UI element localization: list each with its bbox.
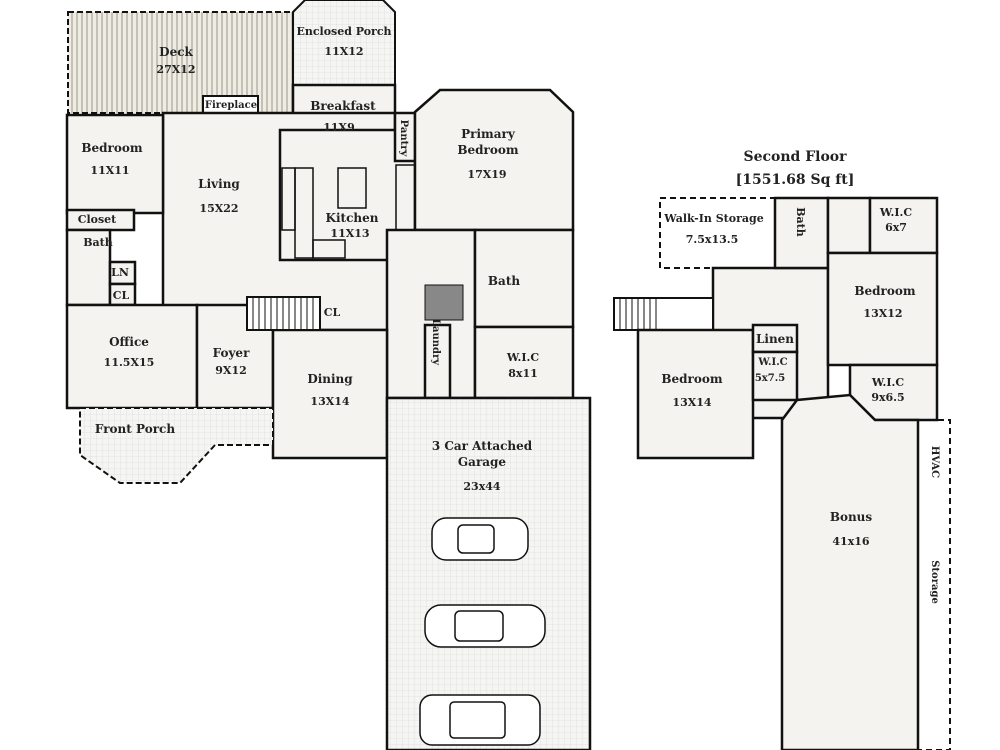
garage [385, 396, 592, 750]
laundry [423, 323, 452, 400]
room-dim: 8x11 [508, 367, 538, 380]
linen-label: Linen [756, 332, 794, 346]
primary-bath-label: Bath [488, 274, 520, 288]
room-dim: 11X12 [324, 45, 363, 58]
primary-bath [473, 228, 575, 329]
shower [424, 284, 464, 321]
closet-label: Closet [78, 213, 117, 226]
bedroom-left [65, 113, 165, 215]
room-name: Bonus [830, 510, 873, 524]
hvac-label: HVAC [929, 446, 940, 478]
room-dim: 15X22 [199, 202, 238, 215]
wic-5x7 [751, 350, 799, 402]
primary-wic [473, 325, 575, 400]
toilet-room [826, 196, 872, 255]
room-name: Foyer [213, 346, 250, 360]
labels: Deck 27X12 Enclosed Porch 11X12 Breakfas… [78, 25, 940, 604]
ln-label: LN [111, 266, 129, 279]
room-dim: 5x7.5 [755, 373, 785, 384]
room-name: W.I.C [879, 206, 912, 219]
room-name: Bedroom [661, 372, 722, 386]
kitchen-counters [281, 164, 416, 259]
pantry-label: Pantry [398, 120, 409, 158]
room-dim: 11.5X15 [104, 356, 155, 369]
room-name: Living [198, 177, 240, 191]
room-dim: 17X19 [467, 168, 506, 181]
stairs-first-floor [246, 296, 321, 331]
linen [751, 323, 799, 354]
bath-second [773, 196, 830, 270]
wic-6x7 [868, 196, 939, 255]
storage-label: Storage [929, 560, 940, 604]
room-dim: 11X13 [330, 227, 369, 240]
room-dim: 41x16 [832, 535, 870, 548]
bath-label: Bath [794, 207, 807, 237]
cl-label: CL [113, 289, 130, 302]
front-porch [79, 407, 274, 484]
primary-bedroom [413, 88, 575, 232]
enclosed-porch [292, 0, 396, 86]
room-dim: 9x6.5 [871, 391, 904, 404]
dining [271, 328, 389, 460]
room-name: Kitchen [326, 211, 379, 225]
bonus [780, 393, 920, 750]
room-dim: 6x7 [885, 221, 907, 234]
room-name: Bedroom [854, 284, 915, 298]
room-dim: 13X14 [310, 395, 349, 408]
room-dim: 11X9 [323, 121, 355, 134]
front-porch-label: Front Porch [95, 422, 175, 436]
first-floor [65, 0, 592, 750]
room-dim: 11X11 [90, 164, 129, 177]
room-name: Office [109, 335, 149, 349]
room-name: Walk-In Storage [663, 212, 763, 225]
room-dim: 27X12 [156, 63, 195, 76]
bedroom-13x14 [636, 328, 755, 460]
room-dim: 13X14 [672, 396, 711, 409]
second-floor-title: Second Floor [743, 149, 847, 165]
cl-label: CL [324, 306, 341, 319]
room-dim: 7.5x13.5 [686, 233, 739, 246]
room-name: Bedroom [81, 141, 142, 155]
bath-label: Bath [83, 236, 113, 249]
car-1 [431, 517, 529, 561]
room-name: W.I.C [506, 351, 539, 364]
room-dim: 13X12 [863, 307, 902, 320]
second-floor [613, 196, 951, 750]
attic-storage [917, 419, 951, 750]
stairs-second-floor [613, 297, 714, 331]
room-dim: 9X12 [215, 364, 247, 377]
fireplace-label: Fireplace [205, 100, 257, 111]
car-2 [424, 604, 546, 648]
room-name: Enclosed Porch [296, 25, 391, 38]
room-dim: 23x44 [463, 480, 501, 493]
room-name: W.I.C [757, 357, 787, 368]
bedroom-13x12 [826, 251, 939, 367]
car-3 [419, 694, 541, 746]
laundry-label: Laundry [430, 319, 441, 366]
room-name: W.I.C [871, 376, 904, 389]
office [65, 303, 199, 410]
room-name: Dining [307, 372, 353, 386]
second-floor-area: [1551.68 Sq ft] [736, 172, 855, 188]
room-name: Deck [159, 45, 193, 59]
room-name: Breakfast [310, 99, 376, 113]
